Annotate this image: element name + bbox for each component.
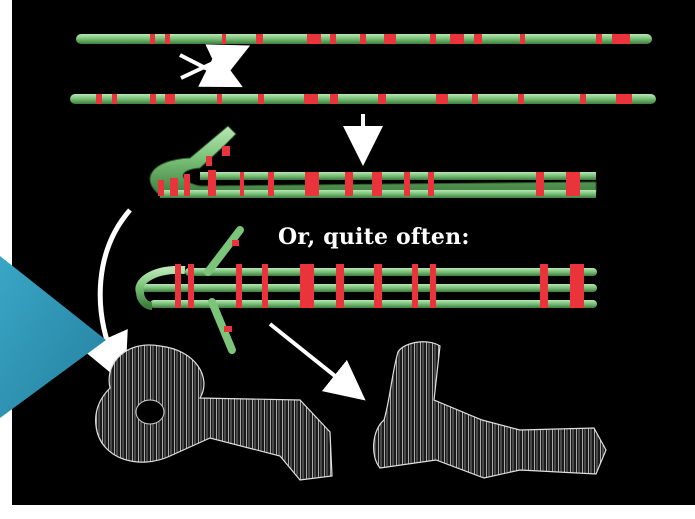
chromosome-bottom — [70, 94, 656, 104]
diagram-caption: Or, quite often: — [278, 224, 470, 250]
paired-loop-upper — [150, 126, 596, 198]
chromosome-top — [76, 34, 652, 44]
micrograph-loop — [96, 345, 332, 480]
play-triangle-icon — [0, 256, 106, 418]
diagonal-arrow-icon — [270, 324, 350, 388]
crossing-arrows-icon — [180, 54, 232, 78]
micrograph-branch — [374, 342, 606, 478]
